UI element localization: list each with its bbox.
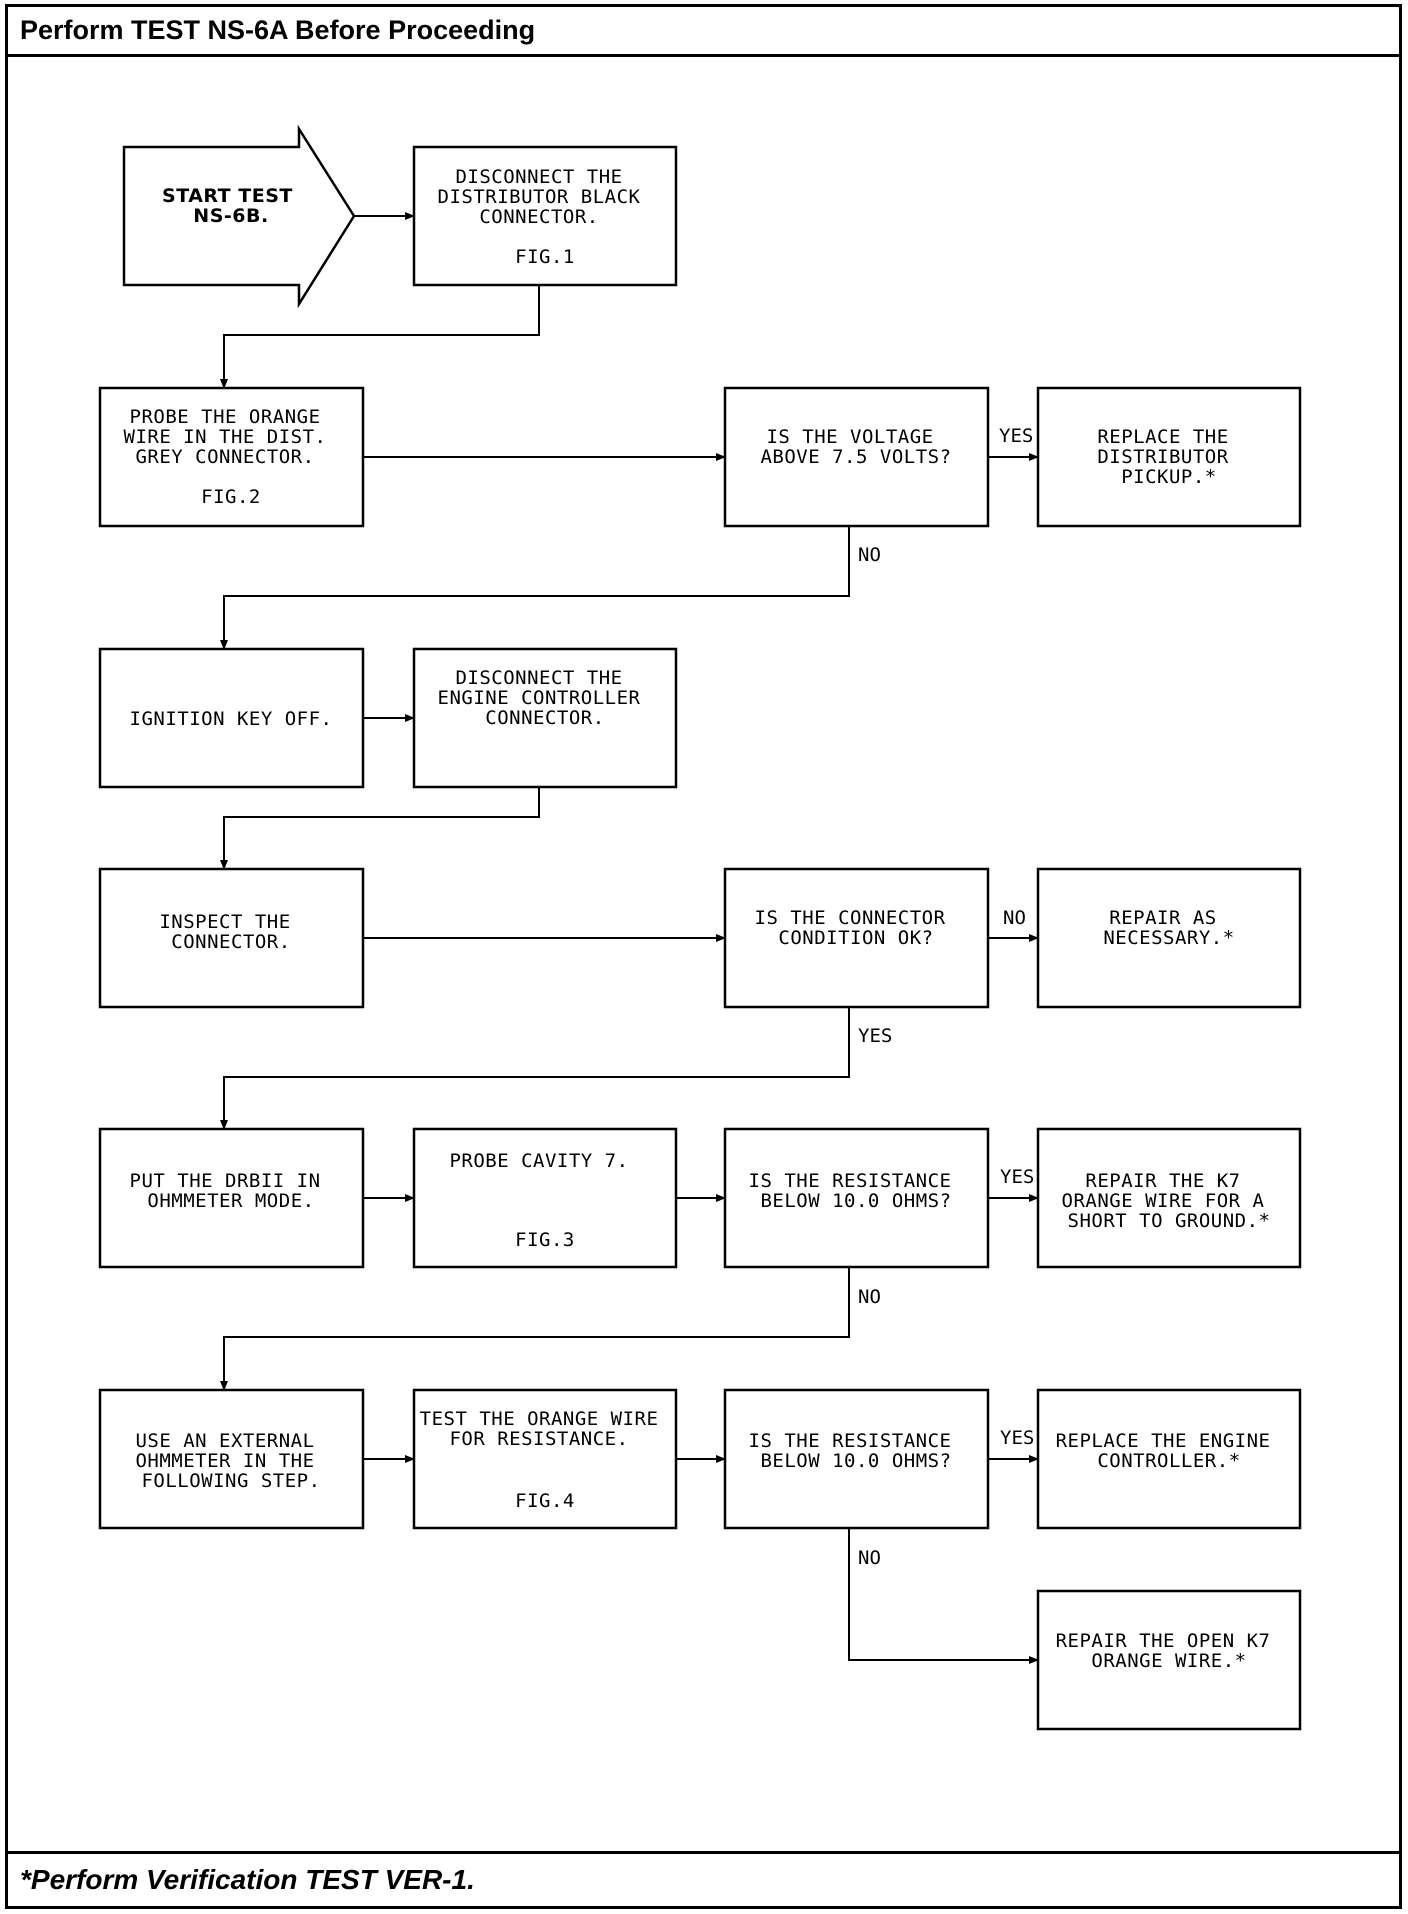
question-resistance-1-box — [723, 1127, 990, 1269]
start-label: START TEST NS-6B. — [162, 185, 300, 227]
edge-voltage-no — [220, 526, 850, 650]
inspect-connector-box — [98, 867, 365, 1009]
put-drb-box — [98, 1127, 365, 1269]
question-resistance-1-label: IS THE RESISTANCE BELOW 10.0 OHMS? — [749, 1170, 964, 1212]
edge-label-res2-yes: YES — [1000, 1427, 1034, 1449]
repair-open-label: REPAIR THE OPEN K7 ORANGE WIRE.* — [1056, 1630, 1283, 1672]
footer-note: *Perform Verification TEST VER-1. — [8, 1851, 1399, 1906]
replace-pickup-label: REPLACE THE DISTRIBUTOR PICKUP.* — [1097, 426, 1240, 488]
edge-resistance2-no — [848, 1528, 1039, 1664]
question-voltage-box — [723, 386, 990, 528]
edge-label-connector-no: NO — [1003, 907, 1026, 929]
page-title: Perform TEST NS-6A Before Proceeding — [8, 7, 1399, 57]
start-shape — [122, 124, 356, 309]
use-external-box — [98, 1388, 365, 1530]
repair-short-label: REPAIR THE K7 ORANGE WIRE FOR A SHORT TO… — [1062, 1170, 1277, 1232]
probe-cavity-label: PROBE CAVITY 7. FIG.3 — [449, 1150, 640, 1251]
edge-label-voltage-no: NO — [858, 544, 881, 566]
disconnect-engine-box — [412, 647, 678, 789]
edge-resistance1-no — [220, 1267, 850, 1391]
repair-necessary-box — [1036, 867, 1302, 1009]
disconnect-engine-label: DISCONNECT THE ENGINE CONTROLLER CONNECT… — [438, 667, 653, 729]
page-frame: Perform TEST NS-6A Before Proceeding STA… — [5, 4, 1402, 1909]
flowchart: START TEST NS-6B. DISCONNECT THE DISTRIB… — [98, 124, 1302, 1731]
question-connector-label: IS THE CONNECTOR CONDITION OK? — [755, 907, 958, 949]
inspect-connector-label: INSPECT THE CONNECTOR. — [159, 911, 302, 953]
probe-orange-box — [98, 386, 365, 528]
test-orange-box — [412, 1388, 678, 1530]
repair-necessary-label: REPAIR AS NECESSARY.* — [1103, 907, 1234, 949]
edge-label-res2-no: NO — [858, 1547, 881, 1569]
question-connector-box — [723, 867, 990, 1009]
question-resistance-2-label: IS THE RESISTANCE BELOW 10.0 OHMS? — [749, 1430, 964, 1472]
ignition-off-box — [98, 647, 365, 789]
edge-label-res1-no: NO — [858, 1286, 881, 1308]
probe-orange-label: PROBE THE ORANGE WIRE IN THE DIST. GREY … — [124, 406, 339, 508]
ignition-off-label: IGNITION KEY OFF. — [130, 708, 333, 730]
disconnect-black-label: DISCONNECT THE DISTRIBUTOR BLACK CONNECT… — [438, 166, 653, 268]
question-voltage-label: IS THE VOLTAGE ABOVE 7.5 VOLTS? — [760, 426, 951, 468]
edge-connector-yes — [220, 1007, 850, 1130]
edge-label-connector-yes: YES — [858, 1025, 892, 1047]
test-orange-label: TEST THE ORANGE WIRE FOR RESISTANCE. FIG… — [420, 1408, 671, 1512]
edge-label-res1-yes: YES — [1000, 1166, 1034, 1188]
replace-controller-label: REPLACE THE ENGINE CONTROLLER.* — [1056, 1430, 1283, 1472]
repair-short-box — [1036, 1127, 1302, 1269]
edge-label-voltage-yes: YES — [999, 425, 1033, 447]
repair-open-box — [1036, 1589, 1302, 1731]
edge-engine-to-inspect — [220, 787, 540, 870]
probe-cavity-box — [412, 1127, 678, 1269]
edge-disconnect-to-probe — [220, 285, 540, 389]
use-external-label: USE AN EXTERNAL OHMMETER IN THE FOLLOWIN… — [135, 1430, 326, 1492]
put-drb-label: PUT THE DRBII IN OHMMETER MODE. — [130, 1170, 333, 1212]
